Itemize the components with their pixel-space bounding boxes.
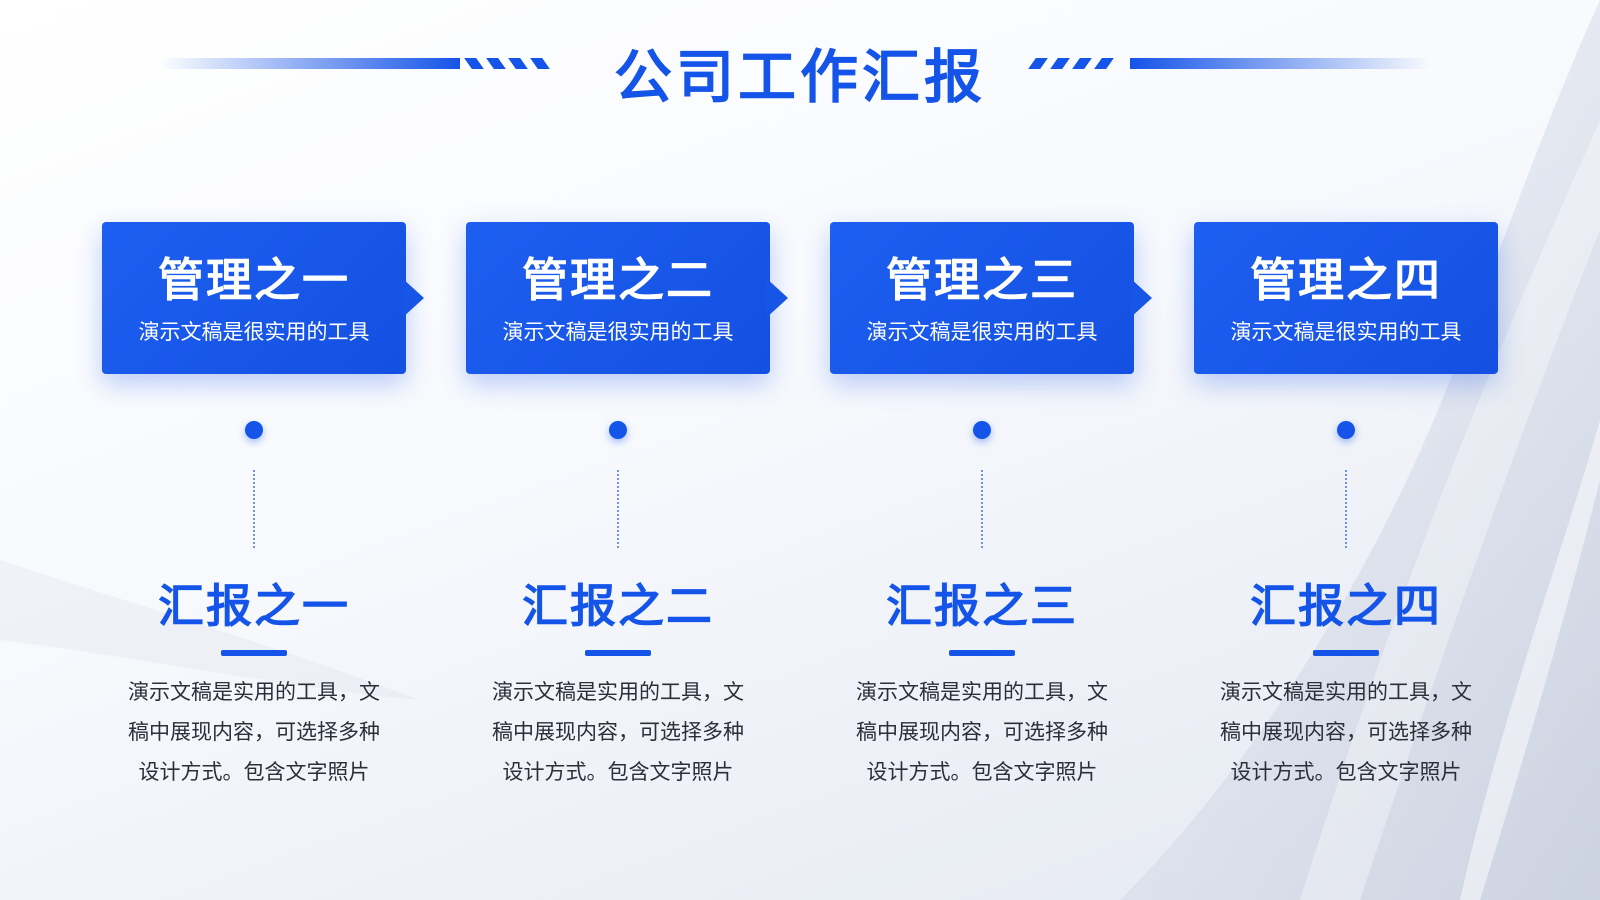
body-line: 演示文稿是实用的工具，文 xyxy=(492,680,744,704)
body-line: 稿中展现内容，可选择多种 xyxy=(492,720,744,744)
card-subtitle: 演示文稿是很实用的工具 xyxy=(866,320,1098,344)
card-title: 管理之一 xyxy=(158,253,350,307)
column-4: 管理之四 演示文稿是很实用的工具 汇报之四 演示文稿是实用的工具，文 稿中展现内… xyxy=(1194,0,1524,900)
section-body: 演示文稿是实用的工具，文 稿中展现内容，可选择多种 设计方式。包含文字照片 xyxy=(466,672,770,792)
section-underline xyxy=(949,650,1015,656)
timeline-dot xyxy=(973,421,991,439)
body-line: 稿中展现内容，可选择多种 xyxy=(856,720,1108,744)
timeline-dot xyxy=(1337,421,1355,439)
card-management-2 xyxy=(466,222,770,374)
section-body: 演示文稿是实用的工具，文 稿中展现内容，可选择多种 设计方式。包含文字照片 xyxy=(1194,672,1498,792)
card-subtitle: 演示文稿是很实用的工具 xyxy=(1230,320,1462,344)
column-2: 管理之二 演示文稿是很实用的工具 汇报之二 演示文稿是实用的工具，文 稿中展现内… xyxy=(466,0,796,900)
body-line: 设计方式。包含文字照片 xyxy=(502,760,734,784)
card-management-1 xyxy=(102,222,406,374)
column-3: 管理之三 演示文稿是很实用的工具 汇报之三 演示文稿是实用的工具，文 稿中展现内… xyxy=(830,0,1160,900)
body-line: 演示文稿是实用的工具，文 xyxy=(1220,680,1472,704)
section-title: 汇报之一 xyxy=(158,579,350,633)
body-line: 设计方式。包含文字照片 xyxy=(866,760,1098,784)
section-title: 汇报之三 xyxy=(886,579,1078,633)
page-title: 公司工作汇报 xyxy=(613,43,986,111)
body-line: 演示文稿是实用的工具，文 xyxy=(128,680,380,704)
section-body: 演示文稿是实用的工具，文 稿中展现内容，可选择多种 设计方式。包含文字照片 xyxy=(102,672,406,792)
card-arrow-2 xyxy=(766,278,788,318)
card-arrow-1 xyxy=(402,278,424,318)
card-subtitle: 演示文稿是很实用的工具 xyxy=(502,320,734,344)
card-management-4 xyxy=(1194,222,1498,374)
timeline-dot xyxy=(609,421,627,439)
card-title: 管理之二 xyxy=(522,253,714,307)
timeline-dot xyxy=(245,421,263,439)
body-line: 演示文稿是实用的工具，文 xyxy=(856,680,1108,704)
section-underline xyxy=(221,650,287,656)
timeline-dotted-connector xyxy=(1345,470,1347,548)
timeline-dotted-connector xyxy=(617,470,619,548)
section-underline xyxy=(585,650,651,656)
card-management-3 xyxy=(830,222,1134,374)
card-subtitle: 演示文稿是很实用的工具 xyxy=(138,320,370,344)
card-title: 管理之四 xyxy=(1250,253,1442,307)
title-decor-line-left xyxy=(160,58,460,69)
title-decor-line-right xyxy=(1130,58,1430,69)
section-underline xyxy=(1313,650,1379,656)
section-title: 汇报之四 xyxy=(1250,579,1442,633)
section-title: 汇报之二 xyxy=(522,579,714,633)
timeline-dotted-connector xyxy=(253,470,255,548)
body-line: 稿中展现内容，可选择多种 xyxy=(128,720,380,744)
section-body: 演示文稿是实用的工具，文 稿中展现内容，可选择多种 设计方式。包含文字照片 xyxy=(830,672,1134,792)
column-1: 管理之一 演示文稿是很实用的工具 汇报之一 演示文稿是实用的工具，文 稿中展现内… xyxy=(102,0,432,900)
body-line: 稿中展现内容，可选择多种 xyxy=(1220,720,1472,744)
timeline-dotted-connector xyxy=(981,470,983,548)
card-title: 管理之三 xyxy=(886,253,1078,307)
card-arrow-3 xyxy=(1130,278,1152,318)
body-line: 设计方式。包含文字照片 xyxy=(138,760,370,784)
body-line: 设计方式。包含文字照片 xyxy=(1230,760,1462,784)
